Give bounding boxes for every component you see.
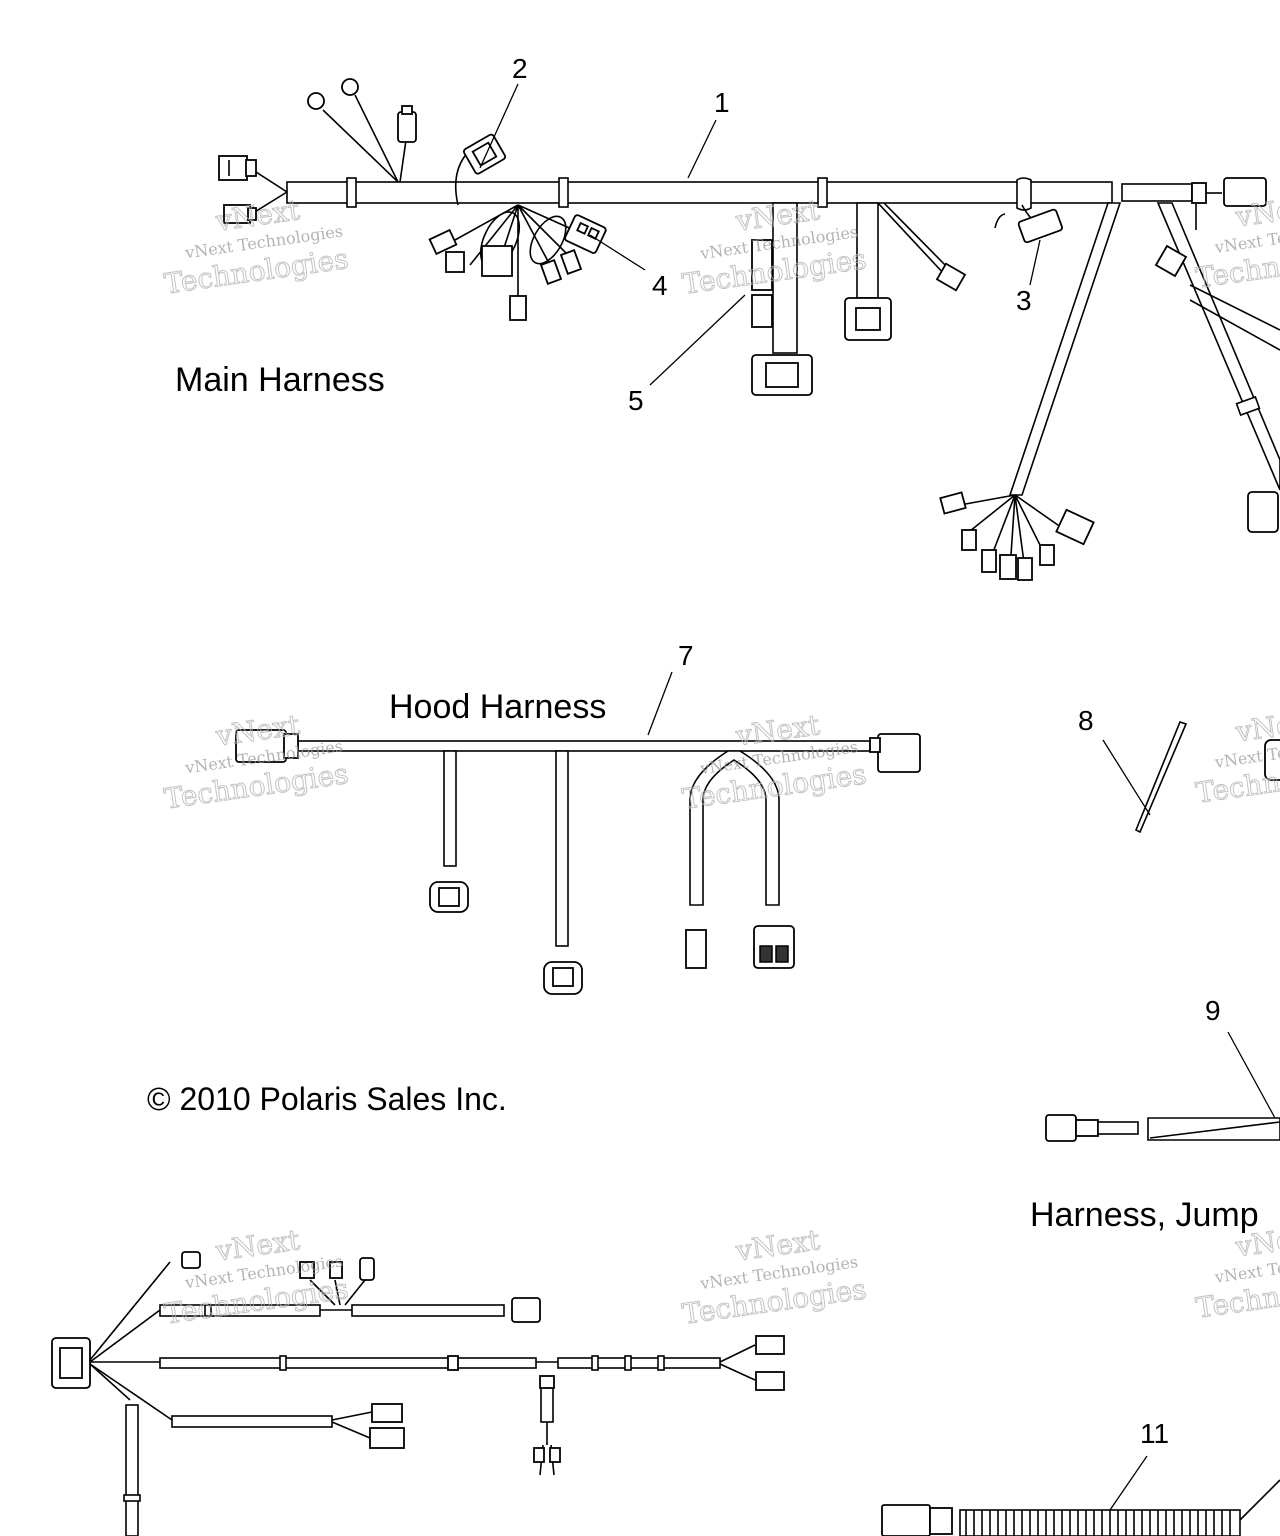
lower-connector-right-3 — [755, 1371, 785, 1391]
main-harness-branch-right — [1156, 202, 1280, 491]
item-11-part — [881, 1455, 1280, 1536]
connector-item-2 — [462, 133, 507, 175]
watermark-6: vNext vNext Technologies Technologies — [680, 1223, 869, 1332]
main-harness-branch-down — [1008, 202, 1122, 496]
ring-terminal-1 — [307, 92, 325, 110]
hood-harness — [235, 671, 921, 995]
watermark-5: vNext vNext Technologies Technologies — [162, 1223, 351, 1331]
watermark-1: vNext vNext Technologies Technologies — [162, 193, 351, 301]
callout-9: 9 — [1205, 995, 1221, 1026]
lower-connector-right-2 — [755, 1335, 785, 1355]
watermark-8: vNext vNext Technologies Technologies — [1193, 704, 1280, 811]
jumper-harness — [1045, 1031, 1280, 1142]
lower-connector-right-1 — [511, 1297, 541, 1323]
jumper-harness-title: Harness, Jump — [1030, 1196, 1259, 1234]
hood-connector-branch-1 — [685, 929, 707, 969]
lower-harness — [51, 1251, 785, 1536]
item-11-connector — [881, 1504, 931, 1536]
callout-1: 1 — [714, 87, 730, 118]
watermark-3: vNext vNext Technologies Technologies — [162, 708, 351, 816]
copyright-text: © 2010 Polaris Sales Inc. — [147, 1081, 507, 1117]
callout-3: 3 — [1016, 285, 1032, 316]
main-harness-trunk — [286, 181, 1113, 204]
connector-left-upper — [218, 155, 257, 181]
connector-item-4 — [564, 214, 607, 254]
main-harness-title: Main Harness — [175, 361, 385, 399]
item-8-part — [1102, 721, 1280, 834]
connector-top-small — [397, 105, 417, 143]
connector-item-3 — [1017, 208, 1063, 244]
callout-2: 2 — [512, 53, 528, 84]
drop-item-5 — [772, 202, 798, 354]
main-harness — [218, 78, 1280, 581]
main-harness-extension — [1121, 183, 1193, 202]
connector-right-end — [1223, 177, 1267, 207]
watermark-2: vNext vNext Technologies Technologies — [680, 193, 869, 302]
callout-8: 8 — [1078, 705, 1094, 736]
hood-connector-right — [877, 733, 921, 773]
watermark-4: vNext vNext Technologies Technologies — [680, 708, 869, 817]
hood-harness-title: Hood Harness — [389, 688, 606, 726]
callout-5: 5 — [628, 385, 644, 416]
callout-4: 4 — [652, 270, 668, 301]
connector-left-lower — [223, 204, 257, 224]
relay-block — [481, 245, 513, 277]
callout-7: 7 — [678, 640, 694, 671]
ring-terminal-2 — [341, 78, 359, 96]
callout-11: 11 — [1140, 1418, 1169, 1449]
svg-text:vNext: vNext — [1233, 704, 1280, 749]
jumper-connector — [1045, 1114, 1077, 1142]
